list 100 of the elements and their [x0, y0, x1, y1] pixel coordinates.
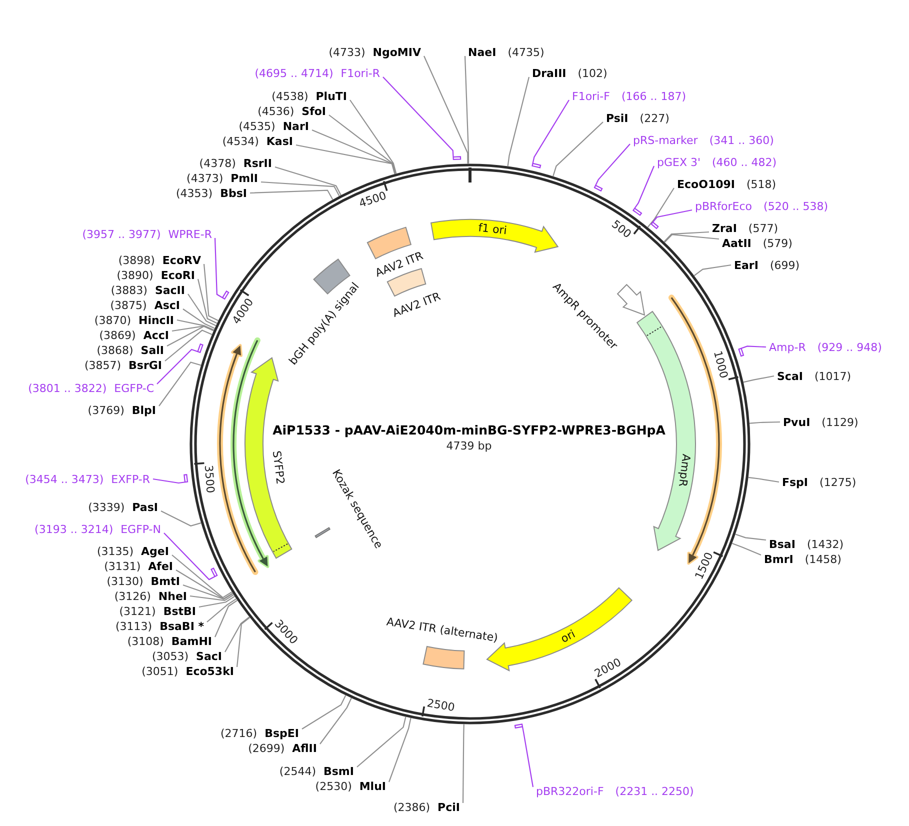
- leader-line: [532, 100, 570, 168]
- restriction-site-label: FspI (1275): [782, 476, 856, 488]
- restriction-site-label: (3769) BlpI: [88, 404, 156, 416]
- restriction-site-label: (3868) SalI: [96, 344, 164, 356]
- restriction-site-label: EcoO109I (518): [677, 178, 776, 190]
- restriction-site-label: (3870) HincII: [94, 314, 174, 326]
- leader-line: [176, 570, 233, 600]
- leader-line: [214, 238, 230, 300]
- leader-line: [664, 231, 710, 242]
- restriction-site-label: (3051) Eco53kI: [142, 664, 234, 678]
- primer-label: (3957 .. 3977) WPRE-R: [82, 228, 212, 240]
- leader-line: [296, 144, 396, 174]
- restriction-site-label: (3126) NheI: [114, 590, 187, 602]
- leader-line: [166, 326, 214, 346]
- restriction-site-label: (3108) BamHI: [127, 634, 212, 648]
- restriction-site-label: (4536) SfoI: [258, 104, 326, 118]
- restriction-site-label: (3135) AgeI: [96, 544, 169, 558]
- leader-line: [172, 326, 214, 332]
- primer-label: Amp-R (929 .. 948): [769, 340, 882, 354]
- restriction-site-label: (3898) EcoRV: [118, 254, 201, 266]
- leader-line: [156, 344, 204, 384]
- tick-label: 500: [609, 218, 634, 241]
- restriction-site-label: (3053) SacI: [152, 650, 222, 662]
- leader-line: [738, 346, 766, 357]
- leader-line: [236, 617, 250, 668]
- leader-line: [732, 542, 762, 556]
- sequence-length: 4739 bp: [446, 440, 492, 452]
- feature-band: [430, 219, 558, 253]
- primer-label: (4695 .. 4714) F1ori-R: [254, 66, 380, 80]
- leader-line: [382, 76, 462, 160]
- leader-line: [664, 234, 720, 243]
- leader-line: [214, 600, 238, 638]
- leader-line: [743, 375, 774, 383]
- leader-line: [750, 421, 780, 424]
- restriction-site-label: (4378) RsrII: [199, 156, 272, 170]
- restriction-site-label: (2386) PciI: [393, 800, 460, 814]
- restriction-site-label: (3339) PasI: [88, 500, 158, 514]
- restriction-site-label: EarI (699): [734, 258, 800, 272]
- leader-line: [224, 616, 250, 652]
- restriction-site-label: (3883) SacII: [110, 284, 185, 296]
- leader-line: [328, 114, 396, 174]
- primer-label: pBRforEco (520 .. 538): [695, 200, 828, 212]
- leader-line: [160, 510, 202, 526]
- leader-line: [190, 594, 234, 602]
- leader-line: [176, 319, 214, 331]
- leader-line: [647, 188, 674, 228]
- primer-label: pGEX 3' (460 .. 482): [657, 156, 777, 168]
- leader-line: [552, 122, 604, 176]
- primer-label: F1ori-F (166 .. 187): [572, 90, 686, 102]
- leader-line: [320, 698, 352, 744]
- leader-line: [356, 716, 406, 768]
- restriction-site-label: (4373) PmlI: [186, 172, 258, 184]
- feature-label: AAV2 ITR (alternate): [386, 615, 499, 645]
- restriction-site-label: BmrI (1458): [764, 552, 842, 566]
- leader-line: [650, 209, 692, 230]
- leader-line: [388, 718, 412, 782]
- restriction-site-label: (4538) PluTI: [272, 90, 347, 102]
- leader-line: [188, 294, 216, 326]
- leader-line: [514, 724, 534, 788]
- leader-line: [632, 166, 654, 216]
- feature-label: AAV2 ITR: [374, 249, 426, 280]
- tick-label: 4500: [357, 189, 388, 210]
- restriction-site-label: (3875) AscI: [110, 298, 180, 312]
- leader-line: [164, 330, 212, 362]
- map-title: AiP1533 - pAAV-AiE2040m-minBG-SYFP2-WPRE3-BGHpA: [272, 422, 666, 438]
- restriction-site-label: (3857) BsrGI: [84, 358, 162, 372]
- feature-label: AAV2 ITR: [390, 290, 442, 320]
- tick-label: 3500: [202, 464, 217, 494]
- tick-label: 2500: [426, 696, 456, 714]
- restriction-site-label: NaeI (4735): [468, 46, 544, 58]
- tick-label: 1500: [692, 550, 716, 582]
- restriction-site-label: DraIII (102): [532, 66, 608, 80]
- leader-line: [748, 476, 780, 483]
- leader-line: [203, 264, 219, 322]
- tick-label: 1000: [711, 349, 730, 380]
- primer-label: pBR322ori-F (2231 .. 2250): [536, 784, 694, 798]
- leader-line: [274, 166, 342, 196]
- restriction-site-label: (3130) BmtI: [106, 574, 180, 588]
- restriction-site-label: ZraI (577): [712, 222, 778, 234]
- restriction-site-label: PsiI (227): [606, 112, 670, 124]
- restriction-site-label: (3869) AccI: [99, 328, 169, 342]
- restriction-site-label: (4353) BbsI: [176, 186, 247, 200]
- restriction-site-label: (3113) BsaBI *: [116, 620, 204, 632]
- feature-label: SYFP2: [270, 450, 287, 486]
- leader-line: [182, 584, 234, 600]
- leader-line: [594, 144, 630, 192]
- restriction-site-label: (2530) MluI: [315, 780, 386, 792]
- feature-label: f1 ori: [478, 221, 508, 238]
- leader-line: [350, 100, 397, 174]
- leader-line: [260, 181, 340, 196]
- restriction-site-label: ScaI (1017): [777, 370, 852, 382]
- leader-line: [206, 598, 237, 622]
- primer-label: (3801 .. 3822) EGFP-C: [28, 382, 154, 394]
- restriction-site-label: PvuI (1129): [783, 416, 858, 428]
- restriction-site-label: AatII (579): [722, 236, 792, 250]
- leader-line: [735, 534, 766, 541]
- leader-line: [182, 308, 215, 329]
- restriction-site-label: (2544) BsmI: [279, 764, 354, 778]
- restriction-site-label: (2699) AflII: [248, 742, 317, 754]
- restriction-site-label: (4733) NgoMIV: [328, 46, 421, 58]
